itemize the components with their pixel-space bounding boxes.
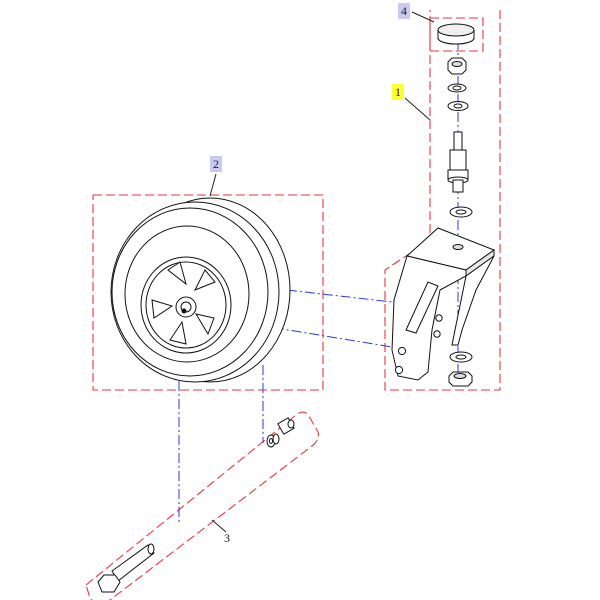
- group-2-border: [92, 194, 324, 391]
- callout-4: 4: [398, 3, 410, 19]
- leader-3: [211, 519, 227, 533]
- callout-2: 2: [210, 156, 222, 172]
- centerline-axle-lower: [184, 312, 393, 348]
- callout-3: 3: [224, 532, 230, 544]
- part-wheel: [110, 197, 291, 383]
- part-axle-nut-washer: [448, 351, 473, 387]
- centerline-axle-upper: [286, 289, 393, 303]
- group-borders: [85, 10, 501, 600]
- callout-4-label: 4: [401, 4, 407, 18]
- group-4-border: [429, 17, 484, 52]
- part-axle-bolt: [97, 417, 295, 593]
- callout-1-label: 1: [395, 85, 401, 99]
- leader-4: [411, 11, 435, 23]
- leader-1: [404, 97, 431, 121]
- part-fork: [391, 227, 496, 381]
- group-3-border: [85, 411, 319, 600]
- leader-2: [209, 173, 217, 197]
- leader-lines: [209, 11, 435, 533]
- callout-3-label: 3: [224, 531, 230, 545]
- callout-2-label: 2: [213, 157, 219, 171]
- group-1-border: [384, 10, 501, 391]
- callout-1: 1: [392, 84, 404, 100]
- part-stem-stack: [447, 57, 473, 218]
- part-cap: [437, 23, 475, 45]
